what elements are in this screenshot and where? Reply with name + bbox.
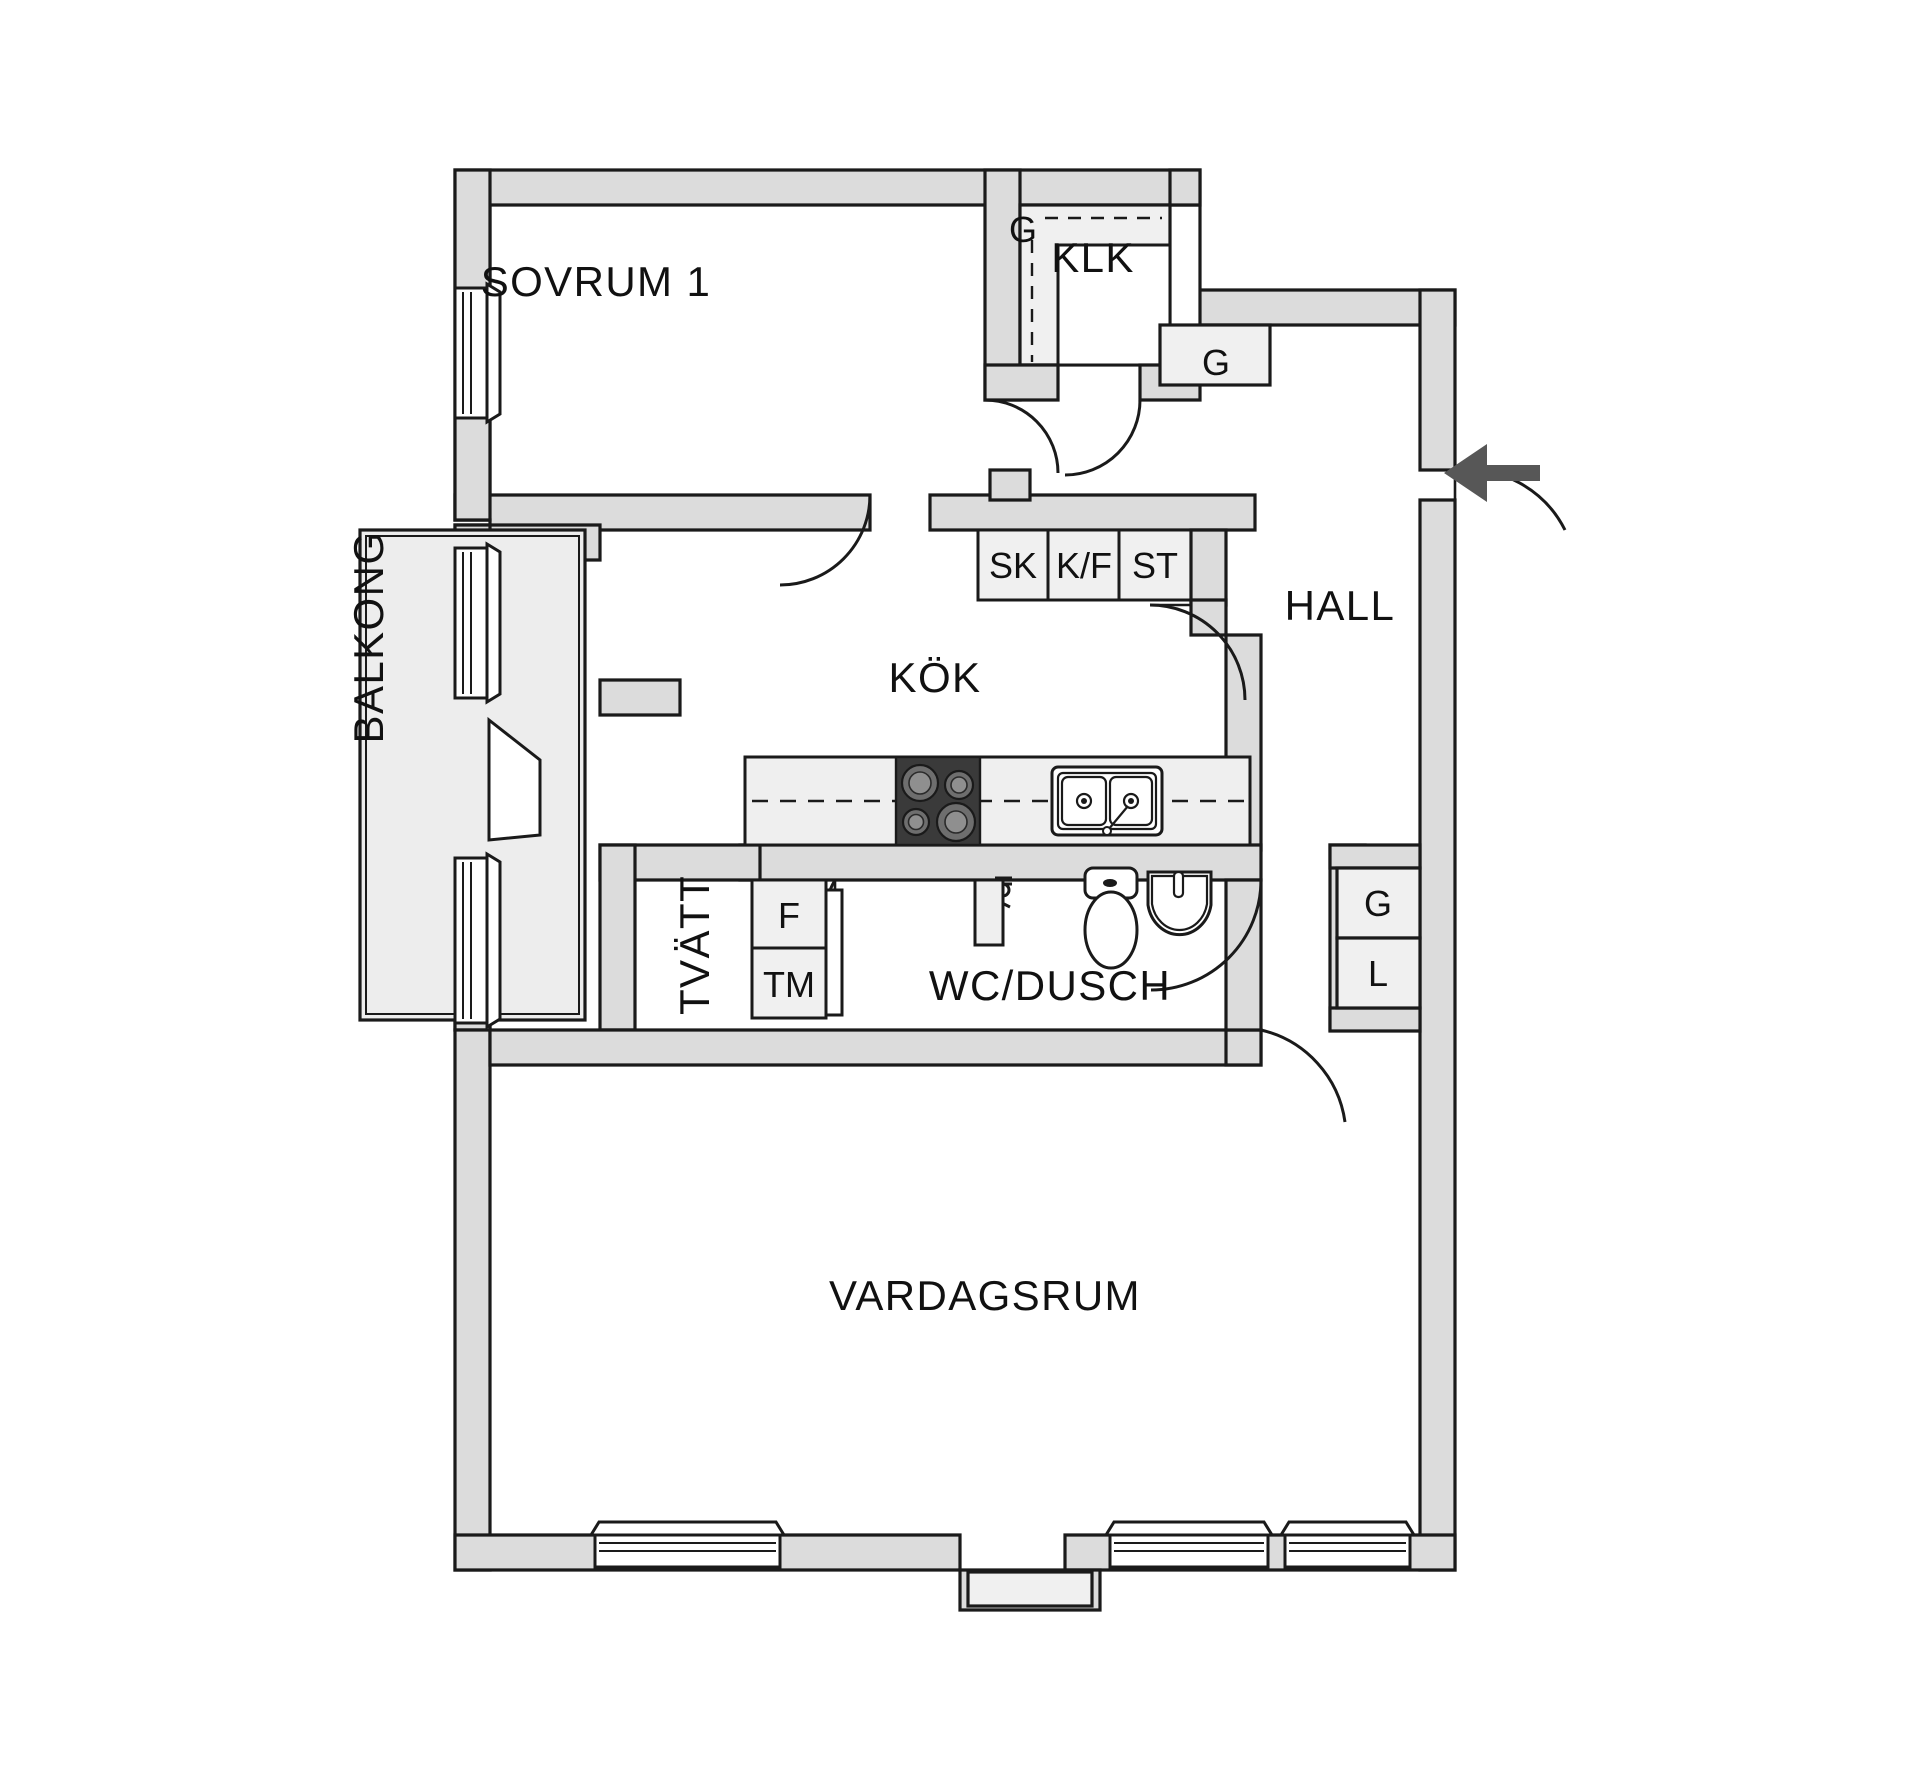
label-klk-g: G: [1009, 209, 1037, 250]
wall-kok-nub: [988, 468, 1032, 502]
wall-vardagsrum-top-right: [1224, 1028, 1263, 1067]
window-kok-west-lower: [453, 851, 502, 1030]
label-tvatt: TVÄTT: [671, 875, 718, 1015]
wall-hall-closet-bottom: [1328, 1006, 1422, 1033]
window-vardagsrum-2: [1103, 1520, 1275, 1569]
door-balkong[interactable]: [487, 716, 542, 842]
entrance-arrow: [1444, 444, 1540, 502]
window-vardagsrum-1: [588, 1520, 787, 1569]
toilet: [1083, 866, 1139, 970]
wall-hall-closet-top: [1328, 843, 1422, 870]
label-balkong: BALKONG: [345, 531, 392, 744]
kitchen-counter: [743, 755, 1252, 847]
door-wc[interactable]: [1150, 879, 1263, 992]
label-hall-l: L: [1368, 953, 1388, 994]
label-cabinet-sk: SK: [989, 545, 1037, 586]
label-tvatt-tm: TM: [763, 964, 815, 1005]
wall-west-vardagsrum: [453, 1028, 492, 1572]
klk-inner: [1056, 243, 1172, 367]
hall-closet-g-upper: [1158, 323, 1272, 387]
label-sovrum1: SOVRUM 1: [481, 258, 712, 305]
window-sovrum-west: [453, 281, 502, 425]
wc-fixtures: [995, 866, 1213, 970]
window-kok-west-upper: [453, 541, 502, 705]
kitchen-sink: [1050, 765, 1164, 837]
wall-klk-right: [1168, 168, 1457, 327]
door-klk-right[interactable]: [1064, 399, 1142, 477]
door-vardagsrum[interactable]: [1260, 1028, 1347, 1123]
bay-recess: [966, 1570, 1094, 1608]
wash-basin: [1146, 870, 1213, 937]
arrow-left-icon: [1444, 444, 1540, 502]
label-vardagsrum: VARDAGSRUM: [829, 1272, 1141, 1319]
wall-kok-top: [928, 493, 1257, 532]
door-sovrum[interactable]: [779, 494, 872, 587]
wall-tvatt-left: [598, 843, 637, 1032]
tvatt-appliances: [750, 878, 844, 1020]
klk-guides: [1030, 216, 1162, 362]
window-vardagsrum-3: [1278, 1520, 1417, 1569]
label-wcdusch: WC/DUSCH: [929, 962, 1171, 1009]
counter-run: [743, 755, 1252, 847]
label-cabinet-kf: K/F: [1056, 545, 1112, 586]
tvatt-door-jamb: [824, 888, 844, 1017]
door-hall-kok[interactable]: [1149, 603, 1247, 701]
hall-closet-l: [1335, 936, 1422, 1010]
label-tvatt-f: F: [778, 895, 800, 936]
label-cabinet-st: ST: [1132, 545, 1178, 586]
label-hall-g-lower: G: [1364, 883, 1392, 924]
wall-kok-jamb-mid: [598, 678, 682, 717]
windows: [453, 281, 1417, 1569]
wc-counter-run: [818, 878, 1005, 947]
label-hall: HALL: [1285, 582, 1396, 629]
door-klk-left[interactable]: [984, 398, 1060, 474]
storage-tag-labels: G G SK K/F ST G L F TM: [763, 209, 1392, 1005]
room-labels: SOVRUM 1 KLK HALL KÖK TVÄTT WC/DUSCH VAR…: [481, 234, 1396, 1319]
label-klk: KLK: [1051, 234, 1135, 281]
wall-cabinet-right: [1189, 528, 1228, 607]
wall-vardagsrum-top: [488, 1028, 1263, 1067]
wc-counter: [818, 878, 1005, 947]
wall-hall-east-lower: [1418, 498, 1457, 1572]
wall-hall-east-upper: [1418, 288, 1457, 472]
stove-cooktop: [894, 755, 982, 847]
wall-klk-bottom-left: [983, 363, 1060, 402]
label-kok: KÖK: [889, 654, 982, 701]
label-hall-g-upper: G: [1202, 342, 1230, 383]
